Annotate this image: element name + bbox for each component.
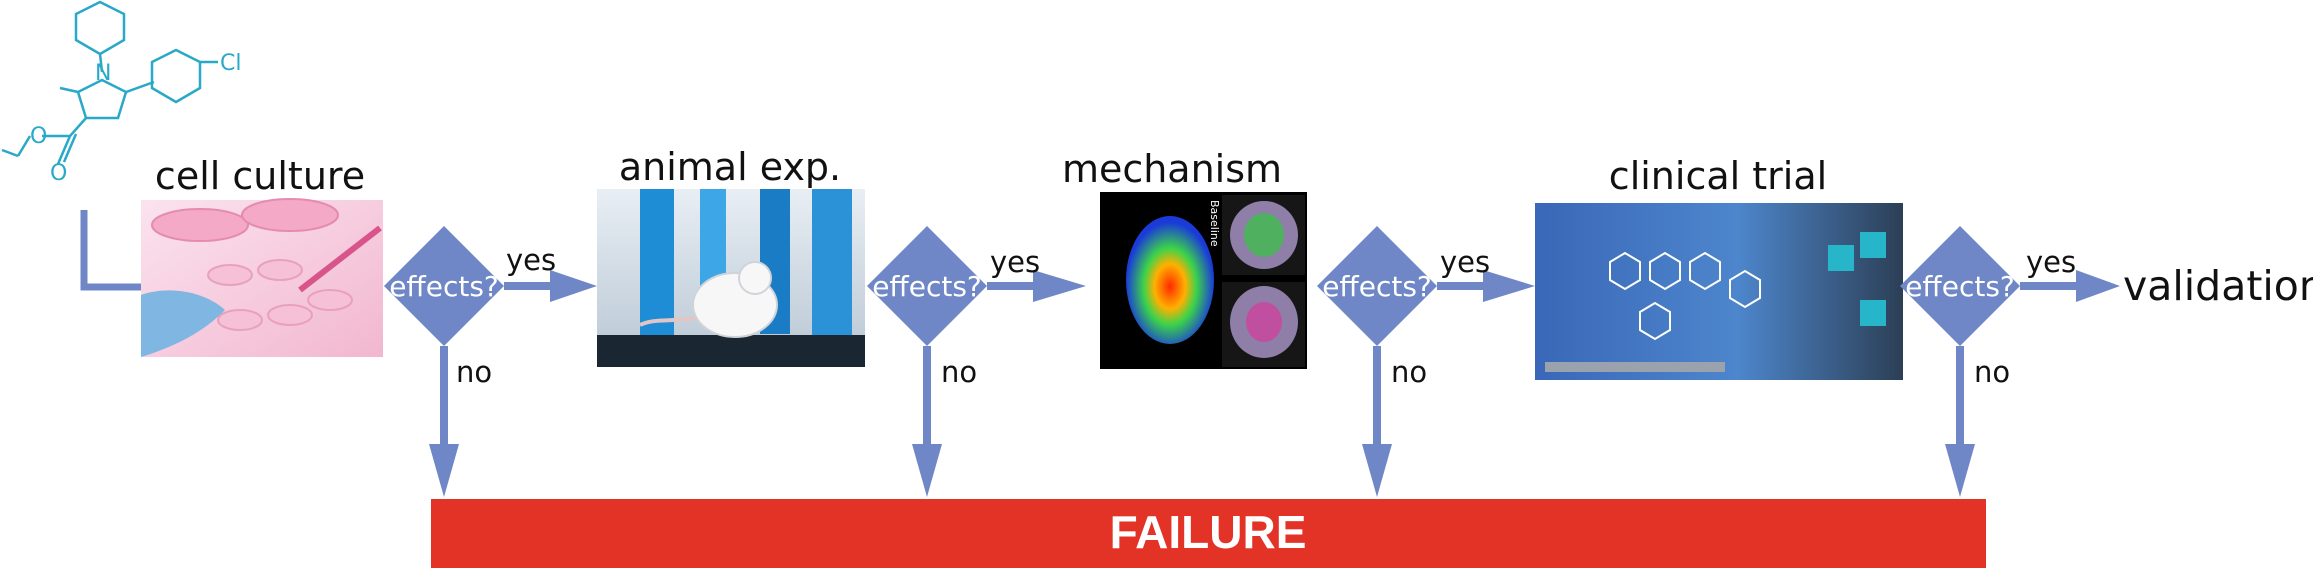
decision-diamond-3 [1317, 226, 1437, 346]
no-arrow-3-head [1362, 444, 1392, 497]
atom-cl: Cl [220, 51, 241, 76]
atom-o-carbonyl: O [50, 161, 67, 186]
yes-arrow-4-shaft [2020, 282, 2080, 290]
no-arrow-4-head [1945, 444, 1975, 497]
mechanism-image: Baseline [1100, 192, 1307, 369]
decision-diamond-1 [384, 226, 504, 346]
yes-label-1: yes [506, 243, 556, 277]
no-arrow-3-shaft [1373, 346, 1381, 446]
decision-diamond-4 [1900, 226, 2020, 346]
chlorophenyl-ring [150, 48, 202, 104]
phenyl-ring-top [74, 0, 126, 56]
no-arrow-4-shaft [1956, 346, 1964, 446]
yes-arrow-1-head [550, 270, 597, 302]
decision-question-3: effects? [1322, 270, 1432, 303]
yes-arrow-2-head [1033, 270, 1086, 302]
clinical-trial-image [1535, 203, 1903, 380]
yes-label-3: yes [1440, 245, 1490, 279]
atom-n: N [95, 61, 111, 86]
yes-arrow-3-shaft [1437, 282, 1487, 290]
animal-experiment-image [597, 189, 865, 367]
no-label-1: no [456, 355, 492, 389]
yes-label-4: yes [2026, 245, 2076, 279]
decision-question-1: effects? [389, 270, 499, 303]
mechanism-image-label: Baseline [1208, 200, 1221, 247]
stage-title-mechanism: mechanism [1062, 147, 1282, 191]
no-label-4: no [1974, 355, 2010, 389]
yes-arrow-1-shaft [504, 282, 554, 290]
cell-culture-image [141, 198, 383, 357]
failure-label: FAILURE [1110, 506, 1307, 558]
no-arrow-1-head [429, 444, 459, 497]
decision-question-2: effects? [872, 270, 982, 303]
molecule-structure [1, 0, 218, 165]
entry-connector [80, 210, 141, 291]
stage-title-animal-exp: animal exp. [619, 145, 841, 189]
no-arrow-2-head [912, 444, 942, 497]
yes-arrow-3-head [1483, 270, 1535, 302]
decision-question-4: effects? [1905, 270, 2015, 303]
no-arrow-1-shaft [440, 346, 448, 446]
yes-arrow-2-shaft [987, 282, 1037, 290]
atom-o-ester: O [30, 124, 47, 149]
yes-arrow-4-head [2076, 270, 2120, 302]
no-label-3: no [1391, 355, 1427, 389]
pyrrole-ring [76, 78, 128, 120]
stage-title-cell-culture: cell culture [155, 154, 365, 198]
stage-title-clinical-trial: clinical trial [1609, 154, 1827, 198]
no-label-2: no [941, 355, 977, 389]
validation-label: validation [2123, 262, 2313, 310]
no-arrow-2-shaft [923, 346, 931, 446]
failure-bar [431, 499, 1986, 568]
yes-label-2: yes [990, 245, 1040, 279]
decision-diamond-2 [867, 226, 987, 346]
